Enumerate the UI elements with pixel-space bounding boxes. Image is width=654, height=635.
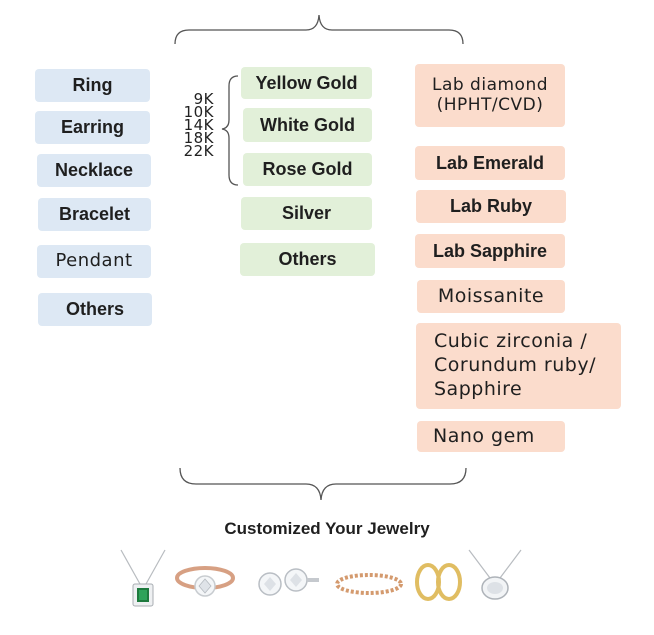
karat-22k: 22K (183, 142, 214, 160)
category-pendant: Pendant (37, 245, 151, 278)
stone-lab-ruby: Lab Ruby (416, 190, 566, 223)
tennis-bracelet-icon (335, 573, 403, 595)
oval-diamond-pendant-icon (468, 549, 522, 600)
karat-10k: 10K (183, 103, 214, 121)
hoop-earrings-icon (415, 563, 462, 601)
stone-lab-emerald: Lab Emerald (415, 146, 565, 180)
emerald-pendant-icon (120, 549, 166, 607)
diamond-stud-earrings-icon (258, 568, 319, 596)
top-brace (174, 14, 464, 45)
karat-9k: 9K (193, 90, 214, 108)
category-earring: Earring (35, 111, 150, 144)
metal-others: Others (240, 243, 375, 276)
stone-moissanite: Moissanite (417, 280, 565, 313)
stone-nano-gem: Nano gem (417, 421, 565, 452)
category-necklace: Necklace (37, 154, 151, 187)
karat-18k: 18K (183, 129, 214, 147)
footer-title: Customized Your Jewelry (224, 519, 430, 538)
bottom-brace (179, 467, 467, 501)
metal-white-gold: White Gold (243, 108, 372, 142)
category-ring: Ring (35, 69, 150, 102)
category-bracelet: Bracelet (38, 198, 151, 231)
metal-yellow-gold: Yellow Gold (241, 67, 372, 99)
metal-rose-gold: Rose Gold (243, 153, 372, 186)
stone-cubic-zirconia: Cubic zirconia / Corundum ruby/ Sapphire (416, 323, 621, 409)
karat-14k: 14K (183, 116, 214, 134)
rose-gold-ring-icon (175, 566, 235, 597)
karat-brace (221, 75, 239, 186)
stone-lab-diamond: Lab diamond (HPHT/CVD) (415, 64, 565, 127)
category-others: Others (38, 293, 152, 326)
metal-silver: Silver (241, 197, 372, 230)
stone-lab-sapphire: Lab Sapphire (415, 234, 565, 268)
